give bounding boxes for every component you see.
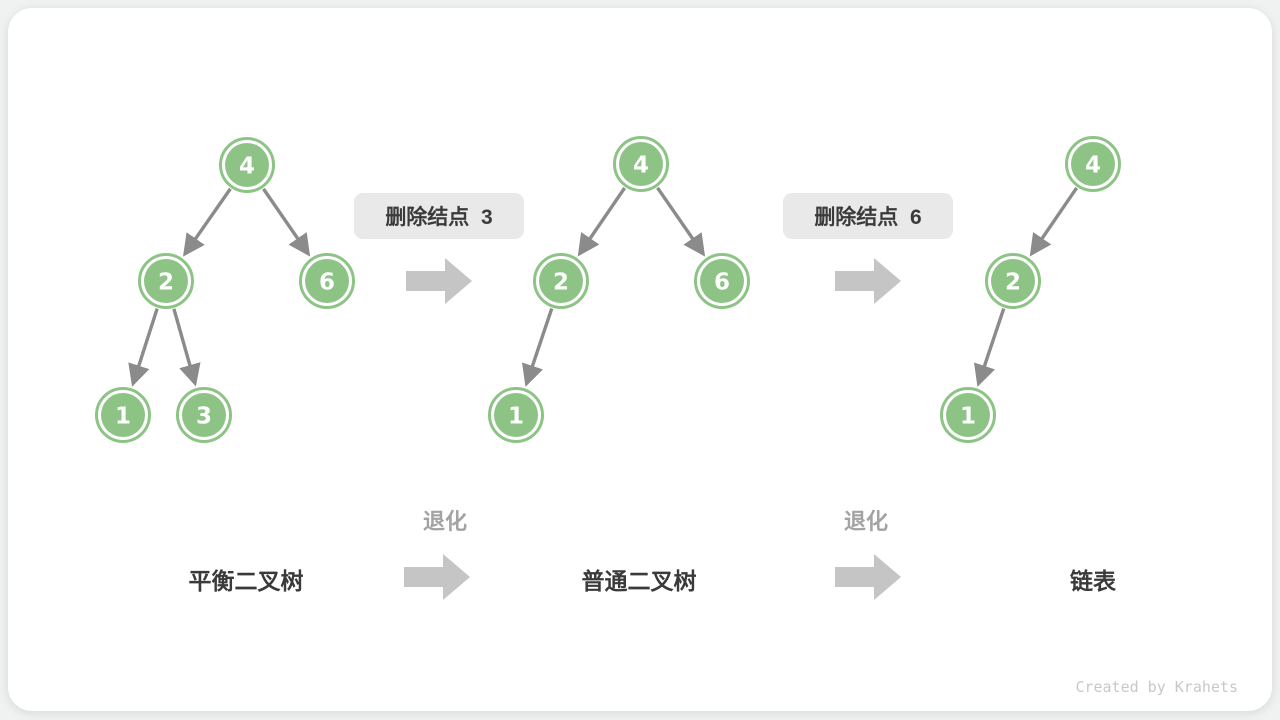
tree-edge xyxy=(262,187,311,257)
tree-node-6: 6 xyxy=(299,253,355,309)
arrow-right-icon xyxy=(406,258,472,304)
node-value: 6 xyxy=(319,269,335,295)
node-value: 1 xyxy=(960,403,976,429)
tree-1: 4 2 6 1 3 xyxy=(95,137,355,443)
node-inner-circle xyxy=(1071,142,1115,186)
node-inner-circle xyxy=(700,259,744,303)
tree-node-1: 1 xyxy=(940,387,996,443)
diagram-card xyxy=(8,8,1272,711)
arrow-right-icon xyxy=(835,258,901,304)
node-inner-circle xyxy=(946,393,990,437)
tree-node-2: 2 xyxy=(533,253,589,309)
node-value: 6 xyxy=(714,269,730,295)
degrade-label-1: 退化 xyxy=(422,509,467,534)
tree-node-2: 2 xyxy=(138,253,194,309)
node-value: 1 xyxy=(115,403,131,429)
node-value: 4 xyxy=(1085,152,1101,178)
node-inner-circle xyxy=(101,393,145,437)
node-value: 2 xyxy=(553,269,569,295)
node-inner-circle xyxy=(182,393,226,437)
tree-edge xyxy=(522,307,554,387)
node-inner-circle xyxy=(991,259,1035,303)
node-value: 2 xyxy=(158,269,174,295)
node-inner-circle xyxy=(619,142,663,186)
node-inner-circle xyxy=(225,143,269,187)
node-value: 2 xyxy=(1005,269,1021,295)
tree-edge xyxy=(1029,186,1079,257)
step-label-delete-node-6: 删除结点 6 xyxy=(783,193,953,239)
arrow-right-icon xyxy=(404,554,470,600)
stage-label-linked-list: 链表 xyxy=(1070,568,1116,594)
tree-node-4: 4 xyxy=(613,136,669,192)
tree-edge xyxy=(128,308,159,387)
tree-node-6: 6 xyxy=(694,253,750,309)
tree-3: 4 2 1 xyxy=(940,136,1121,443)
tree-node-4: 4 xyxy=(219,137,275,193)
node-value: 4 xyxy=(239,153,255,179)
arrow-right-icon xyxy=(835,554,901,600)
node-inner-circle xyxy=(305,259,349,303)
node-inner-circle xyxy=(144,259,188,303)
tree-2: 4 2 6 1 xyxy=(488,136,750,443)
node-value: 3 xyxy=(196,403,212,429)
tree-node-2: 2 xyxy=(985,253,1041,309)
step-label-delete-node-3: 删除结点 3 xyxy=(354,193,524,239)
tree-node-3: 3 xyxy=(176,387,232,443)
tree-node-1: 1 xyxy=(95,387,151,443)
node-inner-circle xyxy=(494,393,538,437)
node-value: 1 xyxy=(508,403,524,429)
watermark-credit: Created by Krahets xyxy=(1075,678,1238,696)
node-value: 4 xyxy=(633,152,649,178)
tree-node-1: 1 xyxy=(488,387,544,443)
node-inner-circle xyxy=(539,259,583,303)
tree-edge xyxy=(172,308,201,387)
tree-node-4: 4 xyxy=(1065,136,1121,192)
stage-label-balanced-binary-tree: 平衡二叉树 xyxy=(188,568,304,594)
tree-edge xyxy=(182,187,232,257)
tree-edge xyxy=(656,186,706,257)
tree-edge xyxy=(577,186,627,257)
stage-label-ordinary-binary-tree: 普通二叉树 xyxy=(581,568,697,594)
tree-edge xyxy=(974,307,1006,387)
degrade-label-2: 退化 xyxy=(843,509,888,534)
